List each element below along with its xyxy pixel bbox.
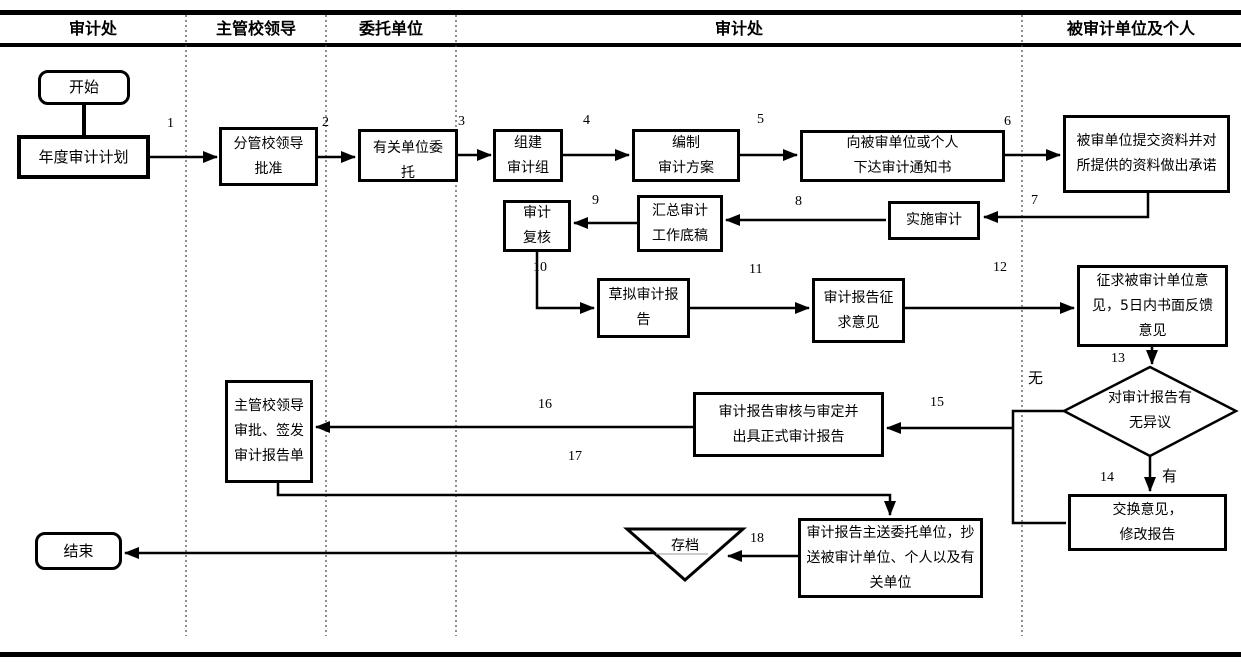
lane-label-audit-office-2: 审计处: [714, 19, 764, 38]
node-end-label: 结束: [63, 541, 94, 560]
node-sign-issue: 主管校领导 审批、签发 审计报告单: [225, 380, 313, 483]
lane-label-audited-unit: 被审计单位及个人: [1066, 19, 1196, 38]
node-solicit-opinions: 审计报告征 求意见: [812, 278, 905, 343]
top-rule: [0, 10, 1241, 15]
node-solicit-opinions-label: 审计报告征 求意见: [823, 289, 894, 331]
node-form-team: 组建 审计组: [493, 129, 563, 182]
node-notify-label: 向被审单位或个人 下达审计通知书: [846, 135, 959, 176]
edge-label-4: 4: [583, 113, 590, 128]
edge-label-18: 18: [750, 531, 764, 546]
edge-label-17: 17: [568, 449, 582, 464]
edge-label-5: 5: [757, 112, 764, 127]
node-finalize-report-label: 审计报告审核与审定并 出具正式审计报告: [718, 403, 859, 445]
node-submit-material-label: 被审单位提交资料并对 所提供的资料做出承诺: [1076, 133, 1217, 174]
node-start: 开始: [38, 70, 130, 105]
node-draft-report: 草拟审计报 告: [597, 278, 690, 338]
node-annual-plan-label: 年度审计计划: [38, 147, 129, 166]
edge-17: [276, 483, 896, 516]
node-seek-opinion-feedback: 征求被审计单位意 见，5日内书面反馈 意见: [1077, 265, 1228, 347]
lane-dividers: [185, 15, 1023, 636]
node-annual-plan: 年度审计计划: [17, 135, 150, 179]
node-implement-audit-label: 实施审计: [906, 212, 962, 228]
edge-10: [535, 252, 595, 314]
node-form-team-label: 组建 审计组: [507, 134, 549, 176]
node-decision-label: 对审计报告有 无异议: [1108, 390, 1192, 431]
node-archive-label: 存档: [671, 538, 699, 554]
lane-label-school-leaders: 主管校领导: [215, 19, 297, 38]
node-send-report: 审计报告主送委托单位，抄 送被审计单位、个人以及有 关单位: [798, 518, 983, 598]
edge-label-9: 9: [592, 193, 599, 208]
edge-merge-loop: [1011, 409, 1066, 525]
lane-label-entrusting-unit: 委托单位: [358, 19, 424, 38]
node-start-label: 开始: [68, 78, 99, 96]
node-draft-report-label: 草拟审计报 告: [608, 287, 679, 328]
node-audit-review-label: 审计 复核: [523, 205, 551, 246]
branch-label-has-objection: 有: [1162, 467, 1178, 485]
edge-label-3: 3: [458, 114, 465, 129]
node-finalize-report: 审计报告审核与审定并 出具正式审计报告: [693, 392, 884, 457]
node-audit-review: 审计 复核: [503, 200, 571, 252]
edge-label-15: 15: [930, 395, 944, 410]
header-rule: [0, 43, 1241, 47]
edge-label-13: 13: [1111, 351, 1125, 366]
edge-label-14: 14: [1100, 470, 1114, 485]
node-exchange-revise-label: 交换意见， 修改报告: [1112, 501, 1183, 543]
node-make-plan: 编制 审计方案: [632, 129, 740, 182]
node-exchange-revise: 交换意见， 修改报告: [1068, 494, 1227, 551]
node-leader-approve: 分管校领导 批准: [219, 127, 318, 186]
edge-label-11: 11: [749, 262, 763, 277]
node-entrust: 有关单位委 托: [358, 129, 458, 182]
edge-label-8: 8: [795, 194, 802, 209]
node-entrust-label: 有关单位委 托: [373, 140, 443, 181]
node-implement-audit: 实施审计: [888, 201, 980, 240]
branch-label-no-objection: 无: [1028, 369, 1044, 387]
node-sign-issue-label: 主管校领导 审批、签发 审计报告单: [234, 398, 304, 464]
edge-label-1: 1: [167, 116, 174, 131]
node-notify: 向被审单位或个人 下达审计通知书: [800, 130, 1005, 182]
node-seek-opinion-feedback-label: 征求被审计单位意 见，5日内书面反馈 意见: [1092, 272, 1213, 339]
node-end: 结束: [35, 532, 122, 570]
edge-label-12: 12: [993, 260, 1007, 275]
edge-label-7: 7: [1031, 193, 1038, 208]
node-summarize-papers-label: 汇总审计 工作底稿: [652, 202, 708, 244]
edge-label-10: 10: [533, 260, 547, 275]
edge-7: [983, 193, 1150, 223]
edge-label-16: 16: [538, 397, 552, 412]
edge-label-2: 2: [322, 115, 329, 130]
flow-edges: [82, 105, 1158, 562]
edge-label-6: 6: [1004, 114, 1011, 129]
node-leader-approve-label: 分管校领导 批准: [233, 135, 304, 177]
node-send-report-label: 审计报告主送委托单位，抄 送被审计单位、个人以及有 关单位: [806, 524, 975, 591]
node-submit-material: 被审单位提交资料并对 所提供的资料做出承诺: [1063, 115, 1230, 193]
lane-label-audit-office-1: 审计处: [68, 19, 118, 38]
bottom-rule: [0, 652, 1241, 657]
node-summarize-papers: 汇总审计 工作底稿: [637, 195, 723, 252]
node-make-plan-label: 编制 审计方案: [658, 134, 714, 176]
